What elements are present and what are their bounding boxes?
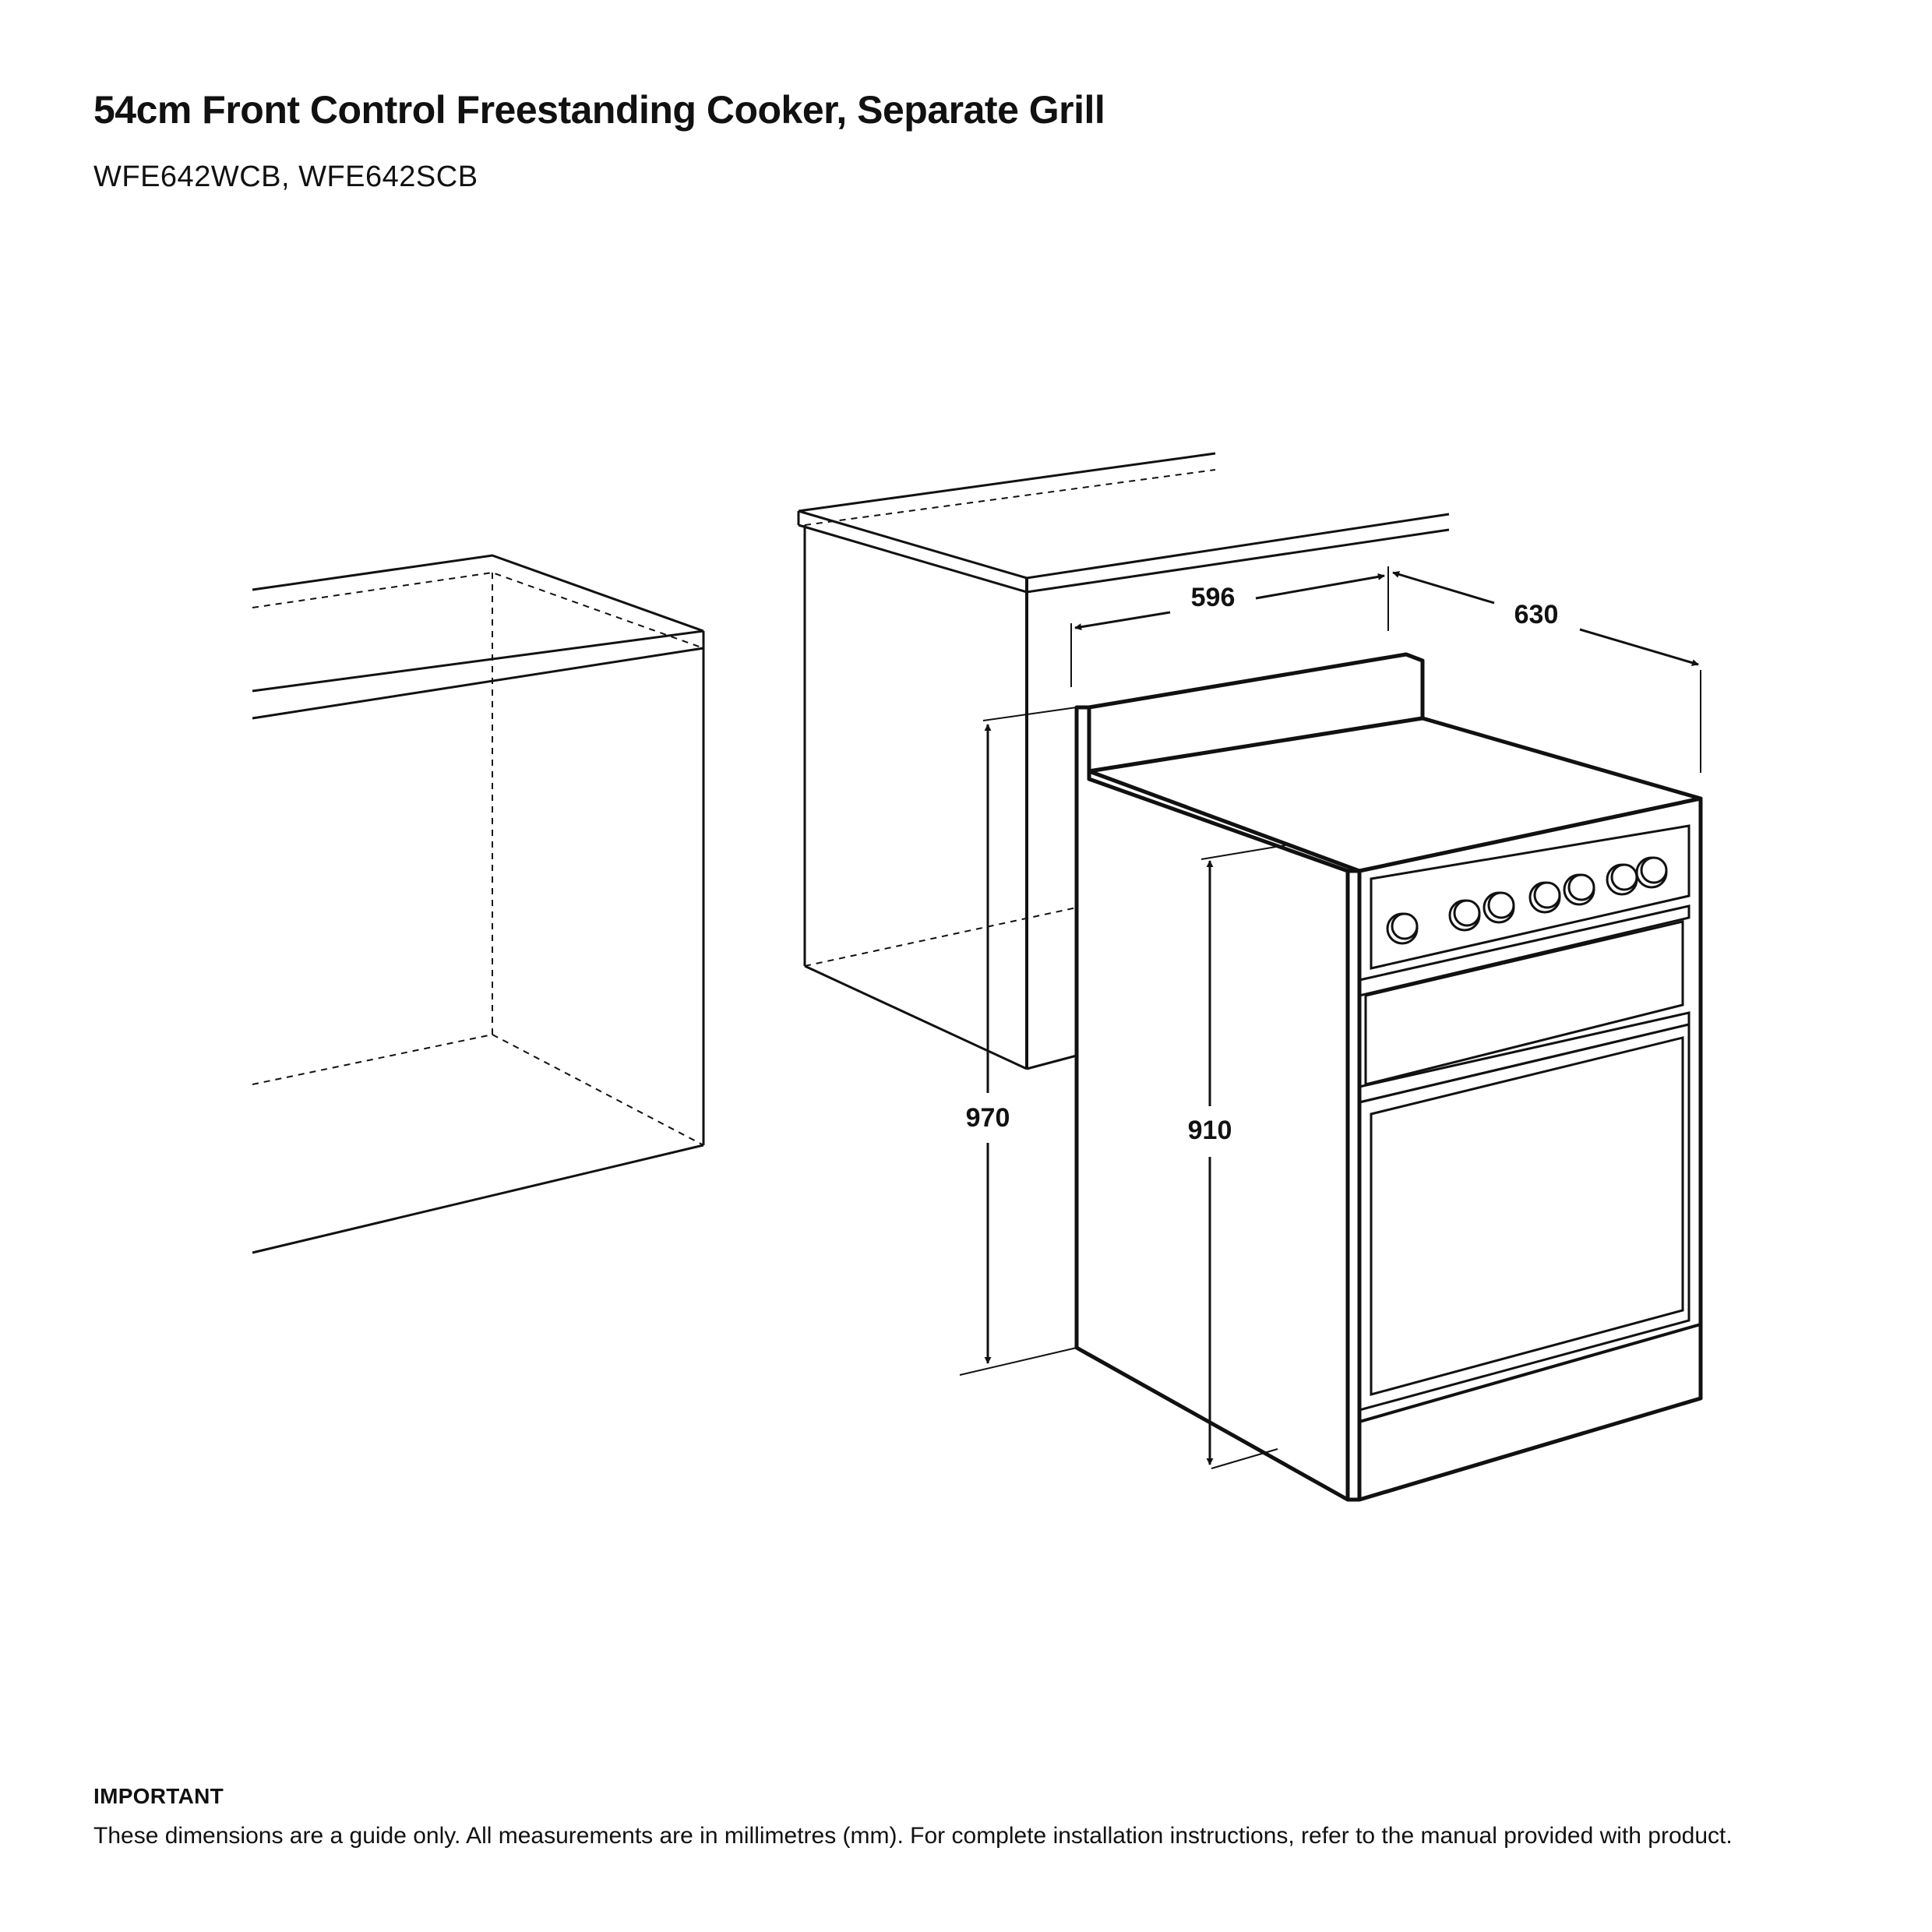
knob-3-icon	[1482, 891, 1515, 924]
knob-1-icon	[1386, 912, 1419, 945]
width-arrow-right	[1255, 573, 1385, 600]
grill-door	[1358, 904, 1690, 1086]
knob-5-icon	[1563, 873, 1595, 906]
left-cabinet	[252, 554, 705, 1254]
right-cabinet	[797, 452, 1450, 1070]
control-knobs	[1386, 856, 1668, 945]
kick-plate	[1359, 1323, 1701, 1423]
depth-arrow-right	[1579, 628, 1699, 667]
knob-6-icon	[1606, 863, 1638, 896]
control-panel	[1370, 824, 1690, 970]
knob-7-icon	[1635, 856, 1668, 889]
oven-door	[1358, 1011, 1690, 1412]
overall-height-dimension-label: 970	[966, 1103, 1010, 1133]
depth-dimension-label: 630	[1514, 600, 1559, 629]
dimension-arrows	[984, 571, 1699, 1465]
model-numbers: WFE642WCB, WFE642SCB	[93, 160, 478, 193]
body-height-dimension-label: 910	[1188, 1116, 1232, 1145]
knob-2-icon	[1448, 899, 1481, 932]
depth-arrow-left	[1392, 571, 1495, 605]
width-arrow-left	[1074, 611, 1171, 631]
cooker	[1074, 652, 1703, 1502]
knob-4-icon	[1528, 881, 1561, 914]
page-title: 54cm Front Control Freestanding Cooker, …	[93, 88, 1105, 132]
width-dimension-label: 596	[1191, 583, 1236, 612]
important-heading: IMPORTANT	[93, 1784, 224, 1808]
extension-lines	[959, 566, 1701, 1469]
important-note: These dimensions are a guide only. All m…	[93, 1823, 1733, 1849]
